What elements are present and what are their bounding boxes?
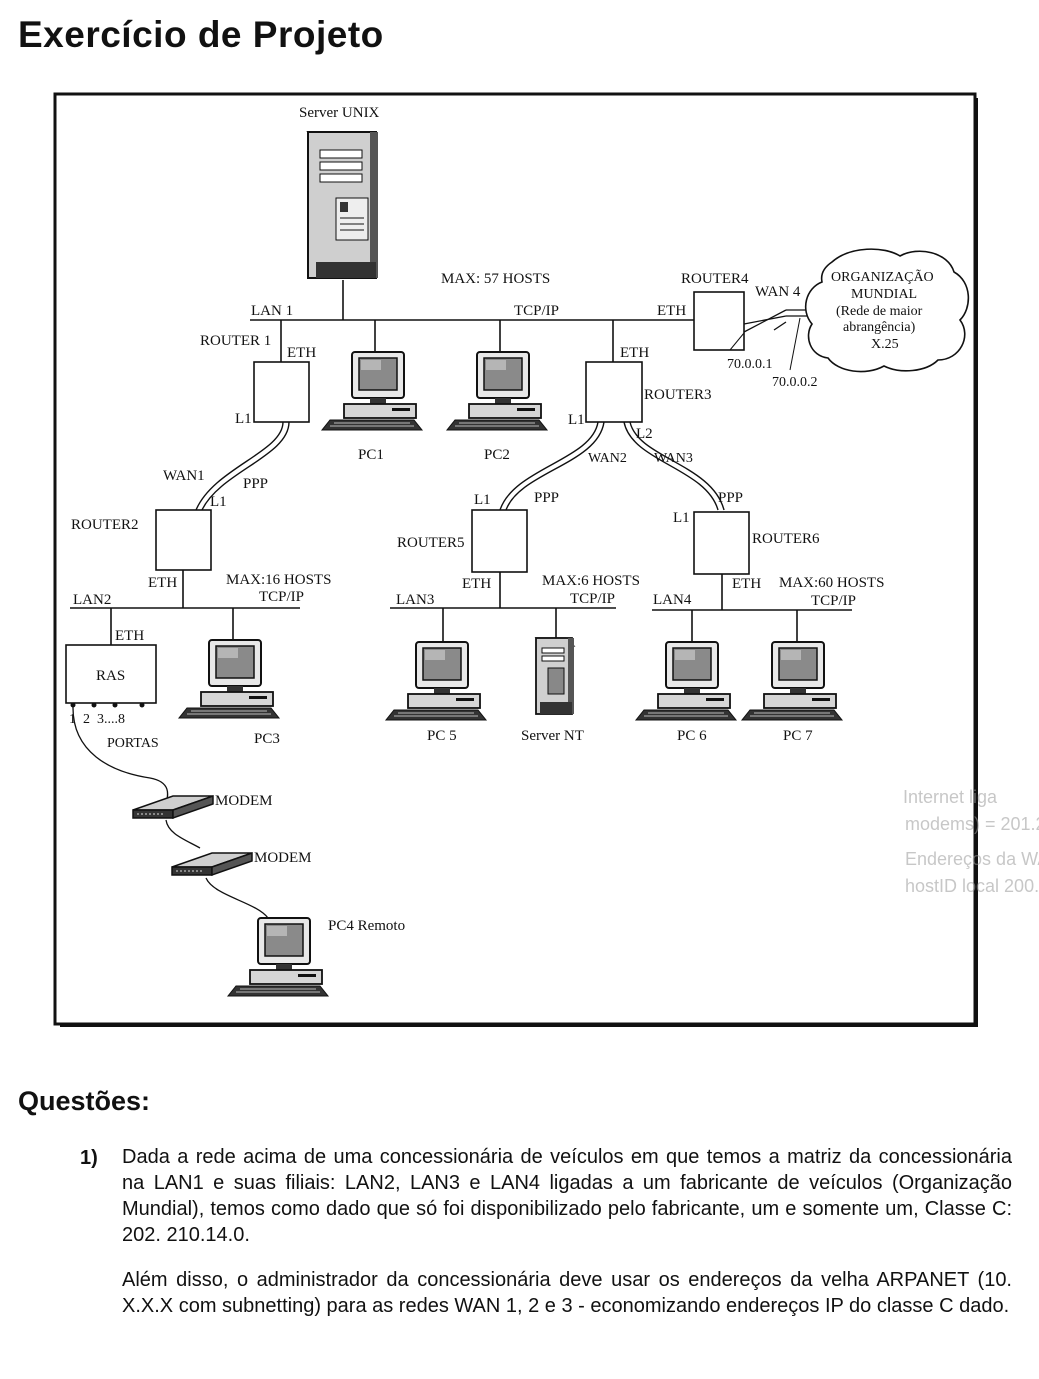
ppp-wan1-label: PPP xyxy=(243,476,268,492)
org-line4: abrangência) xyxy=(843,320,916,335)
ras-label: RAS xyxy=(96,668,125,684)
tcpip-lan3-label: TCP/IP xyxy=(570,591,615,607)
eth-router3-label: ETH xyxy=(620,345,649,361)
eth-router1-label: ETH xyxy=(287,345,316,361)
organizacao-mundial-cloud xyxy=(804,248,970,373)
router3-box xyxy=(585,361,643,423)
question1-paragraph1: Dada a rede acima de uma concessionária … xyxy=(122,1146,1012,1246)
pc1-label: PC1 xyxy=(358,447,384,463)
ppp-wan3-label: PPP xyxy=(718,490,743,506)
modem1-label: MODEM xyxy=(215,793,273,809)
pc6-icon xyxy=(635,641,737,721)
l2-router3-label: L2 xyxy=(636,426,653,442)
org-line2: MUNDIAL xyxy=(851,287,917,302)
router6-label: ROUTER6 xyxy=(752,531,820,547)
lan3-label: LAN3 xyxy=(396,592,434,608)
l1-router2-label: L1 xyxy=(210,494,227,510)
pc3-label: PC3 xyxy=(254,731,280,747)
router1-label: ROUTER 1 xyxy=(200,333,271,349)
pc7-icon xyxy=(741,641,843,721)
l1-router3-label: L1 xyxy=(568,412,585,428)
pc1-icon xyxy=(321,351,423,431)
max-16-hosts-label: MAX:16 HOSTS xyxy=(226,572,331,588)
server-unix-icon xyxy=(306,131,378,279)
server-unix-label: Server UNIX xyxy=(299,105,380,121)
ras-ports-label: 1 2 3....8 xyxy=(69,712,125,727)
questions-heading: Questões: xyxy=(18,1086,151,1116)
pc4-remoto-label: PC4 Remoto xyxy=(328,918,405,934)
page-title: Exercício de Projeto xyxy=(18,14,384,55)
max-57-hosts-label: MAX: 57 HOSTS xyxy=(441,271,550,287)
router2-box xyxy=(155,509,212,571)
ppp-wan2-label: PPP xyxy=(534,490,559,506)
pc2-label: PC2 xyxy=(484,447,510,463)
eth-ras-label: ETH xyxy=(115,628,144,644)
router5-box xyxy=(471,509,528,573)
wan3-link xyxy=(623,421,719,511)
question1-paragraph2: Além disso, o administrador da concessio… xyxy=(122,1269,1012,1317)
question1-number: 1) xyxy=(80,1147,98,1169)
org-line1: ORGANIZAÇÃO xyxy=(831,269,934,285)
router3-label: ROUTER3 xyxy=(644,387,712,403)
eth-router5-label: ETH xyxy=(462,576,491,592)
modem2-label: MODEM xyxy=(254,850,312,866)
dialup-line xyxy=(72,705,169,805)
lan1-label: LAN 1 xyxy=(251,303,293,319)
tcpip-lan4-label: TCP/IP xyxy=(811,593,856,609)
server-nt-icon xyxy=(534,637,576,715)
eth-router4-label: ETH xyxy=(657,303,686,319)
wan2-link xyxy=(499,421,599,511)
l1-router5-label: L1 xyxy=(474,492,491,508)
wan3-label: WAN3 xyxy=(654,451,693,466)
network-diagram: Server UNIX MAX: 57 HOSTS LAN 1 TCP/IP E… xyxy=(53,92,1039,1027)
pc3-icon xyxy=(178,639,280,719)
pc5-label: PC 5 xyxy=(427,728,457,744)
pc4-remoto-icon xyxy=(227,917,329,997)
router4-label: ROUTER4 xyxy=(681,271,749,287)
bleed-through-line3: Endereços da WAN para Empresa na Interne… xyxy=(905,849,1039,869)
wan1-link xyxy=(195,421,284,511)
wan2-label: WAN2 xyxy=(588,451,627,466)
router6-box xyxy=(693,511,750,575)
bleed-through-line4: hostID local 200.1.1.1; hostID remoto xyxy=(905,876,1039,896)
router5-label: ROUTER5 xyxy=(397,535,465,551)
bleed-through-line1: Internet liga xyxy=(903,787,998,807)
server-nt-label: Server NT xyxy=(521,728,584,744)
pc2-icon xyxy=(446,351,548,431)
max-60-hosts-label: MAX:60 HOSTS xyxy=(779,575,884,591)
portas-label: PORTAS xyxy=(107,736,159,751)
tcpip-lan2-label: TCP/IP xyxy=(259,589,304,605)
pc6-label: PC 6 xyxy=(677,728,707,744)
ras-box xyxy=(65,644,157,704)
eth-router2-label: ETH xyxy=(148,575,177,591)
diagram-frame xyxy=(53,92,977,1026)
ip-70-0-0-1-label: 70.0.0.1 xyxy=(727,357,773,372)
pc5-icon xyxy=(385,641,487,721)
l1-router6-label: L1 xyxy=(673,510,690,526)
eth-router6-label: ETH xyxy=(732,576,761,592)
max-6-hosts-label: MAX:6 HOSTS xyxy=(542,573,640,589)
l1-router1-label: L1 xyxy=(235,411,252,427)
org-line3: (Rede de maior xyxy=(836,304,923,319)
tcpip-main-label: TCP/IP xyxy=(514,303,559,319)
router1-box xyxy=(253,361,310,423)
ip-70-0-0-2-label: 70.0.0.2 xyxy=(772,375,818,390)
router4-box xyxy=(693,291,745,351)
wan4-label: WAN 4 xyxy=(755,284,801,300)
wan1-label: WAN1 xyxy=(163,468,205,484)
lan2-label: LAN2 xyxy=(73,592,111,608)
modem2-icon xyxy=(171,852,253,876)
lan4-label: LAN4 xyxy=(653,592,692,608)
modem1-icon xyxy=(132,795,214,819)
org-line5: X.25 xyxy=(871,337,899,352)
router2-label: ROUTER2 xyxy=(71,517,139,533)
bleed-through-line2: modems) = 201.2 xyxy=(905,814,1039,834)
pc7-label: PC 7 xyxy=(783,728,813,744)
